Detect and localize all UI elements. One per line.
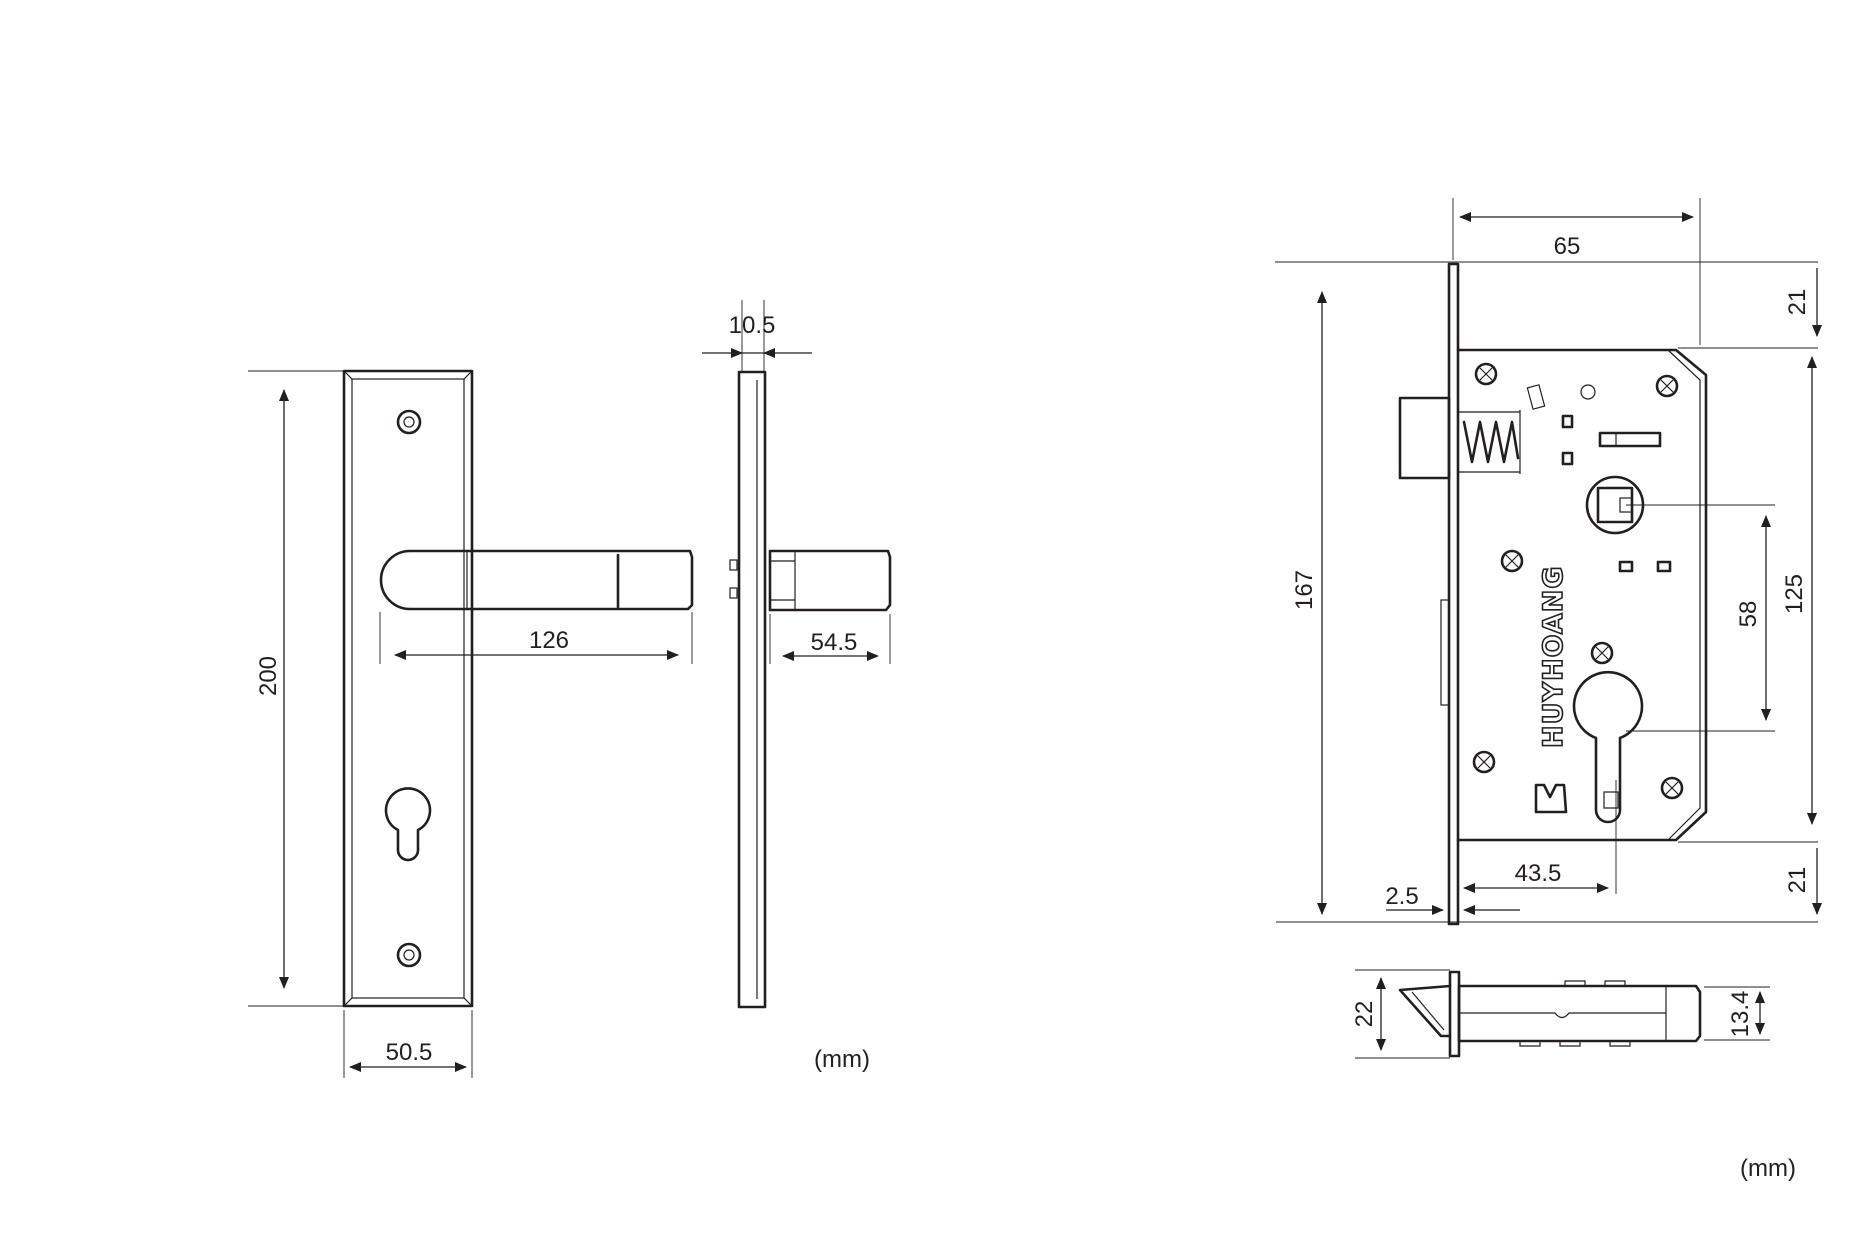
- backplate-bevel: [351, 378, 465, 999]
- handle-front-view: [342, 369, 694, 1008]
- backplate-profile: [737, 370, 767, 1009]
- handle-side-view: [729, 370, 892, 1009]
- handle-dimensions: 200 50.5 126: [248, 370, 693, 1078]
- handle-unit-label: (mm): [814, 1046, 870, 1073]
- lever-length-label: 126: [529, 627, 569, 654]
- follower: [1534, 783, 1568, 814]
- cylinder-cutout: [1572, 670, 1644, 824]
- case-screws: [1472, 362, 1684, 800]
- case-thickness-label: 13.4: [1727, 991, 1754, 1038]
- faceplate-thickness-label: 2.5: [1385, 883, 1418, 910]
- lever-depth-label: 54.5: [811, 629, 858, 656]
- lever-profile: [768, 549, 892, 612]
- backplate-outline: [342, 369, 474, 1008]
- lockbody-front-view: HUYHOANG: [1398, 262, 1775, 926]
- top-margin-label: 21: [1784, 289, 1811, 316]
- latch-side: [1398, 984, 1452, 1038]
- center-distance-label: 58: [1735, 601, 1762, 628]
- handle-height-label: 200: [255, 656, 282, 696]
- screw-hole-bottom: [396, 942, 422, 968]
- deadbolt-slot: [1440, 599, 1450, 706]
- latch-bolt: [1398, 396, 1451, 480]
- cylinder-offset-label: 43.5: [1515, 860, 1562, 887]
- lockbody-side-dimensions: 22 13.4: [1351, 969, 1770, 1059]
- lockbody-unit-label: (mm): [1740, 1155, 1796, 1182]
- handle-width-label: 50.5: [386, 1039, 433, 1066]
- faceplate: [1447, 262, 1460, 926]
- lever-handle: [379, 549, 694, 611]
- total-height-label: 167: [1291, 570, 1318, 610]
- faceplate-width-label: 22: [1351, 1001, 1378, 1028]
- plate-thickness-label: 10.5: [729, 312, 776, 339]
- keyhole: [384, 787, 432, 862]
- faceplate-side: [1448, 970, 1461, 1058]
- bottom-margin-label: 21: [1784, 867, 1811, 894]
- brand-text: HUYHOANG: [1538, 565, 1569, 748]
- case-side: [1457, 984, 1702, 1043]
- spring: [1458, 410, 1521, 474]
- screw-hole-top: [396, 409, 422, 435]
- backset-label: 65: [1554, 233, 1581, 260]
- case-height-label: 125: [1781, 574, 1808, 614]
- lock-case: [1456, 348, 1708, 842]
- handle-side-dimensions: 10.5 54.5: [702, 300, 891, 664]
- lockbody-side-view: [1398, 970, 1702, 1058]
- lockbody-dimensions: 65 167 125 21 21 58 43.5 2.5: [1275, 198, 1822, 923]
